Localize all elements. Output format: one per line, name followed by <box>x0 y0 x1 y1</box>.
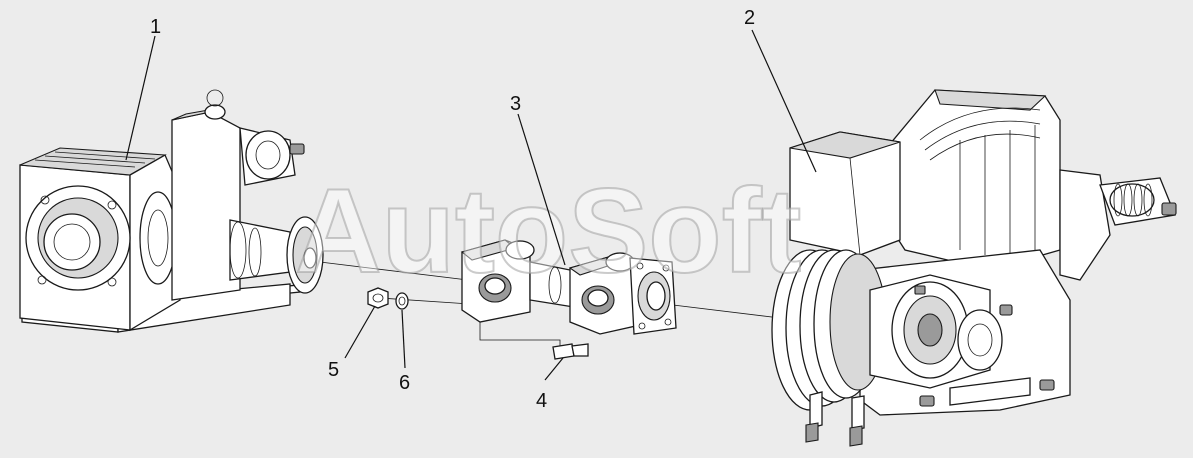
callout-6: 6 <box>399 372 410 394</box>
bolt-part <box>552 343 589 360</box>
watermark-text: AutoSoft <box>295 164 801 298</box>
leader-line-3 <box>517 113 566 266</box>
cardan-shaft <box>460 239 677 335</box>
leader-line-5 <box>344 305 376 359</box>
callout-5: 5 <box>328 359 339 381</box>
washer-part <box>395 292 409 310</box>
callout-1: 1 <box>150 16 161 38</box>
separator-unit-right <box>771 89 1177 447</box>
callout-4: 4 <box>536 390 547 412</box>
callout-3: 3 <box>510 93 521 115</box>
fastener-axis-line <box>379 297 471 305</box>
bolt-axis-line <box>479 322 561 350</box>
leader-line-1 <box>125 35 156 161</box>
nut-part <box>367 287 389 309</box>
callout-2: 2 <box>744 7 755 29</box>
leader-line-2 <box>751 29 817 173</box>
leader-line-4 <box>544 357 564 381</box>
gearbox-left <box>19 89 324 333</box>
leader-line-6 <box>401 309 406 369</box>
